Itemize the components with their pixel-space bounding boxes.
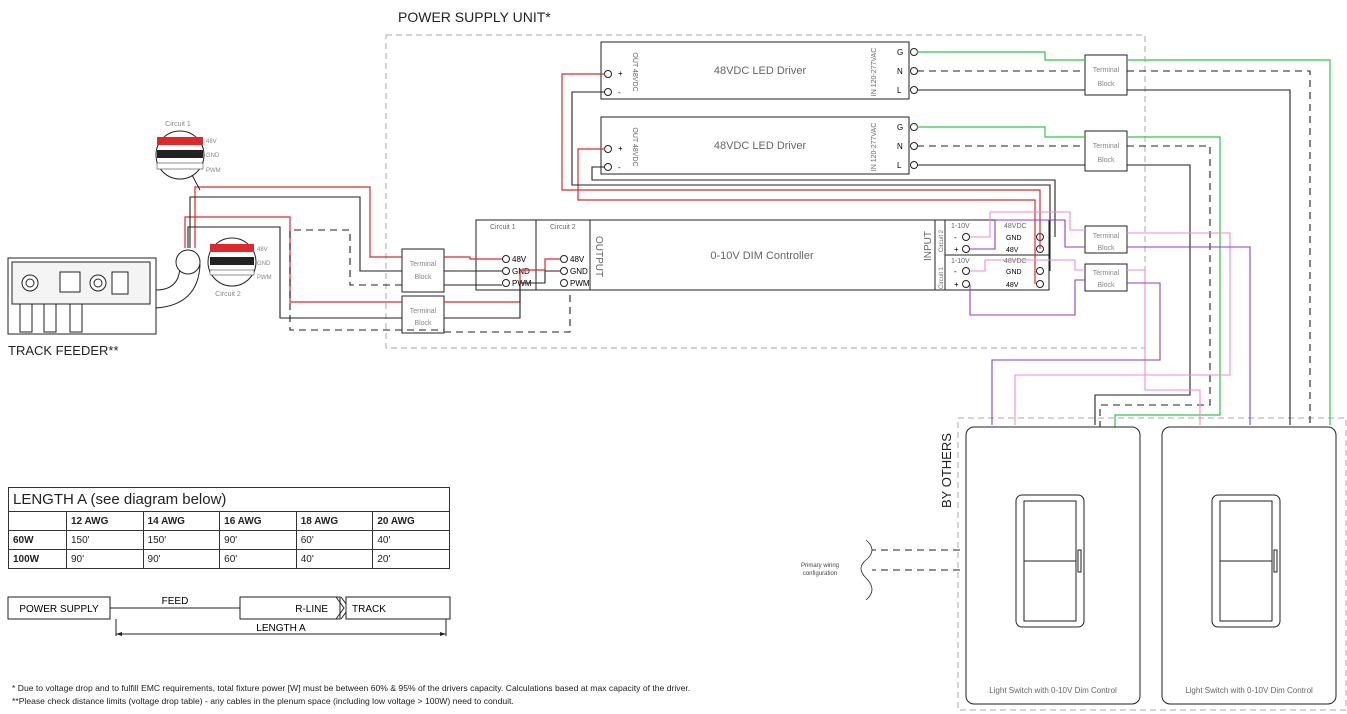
track-feeder-label: TRACK FEEDER** (8, 343, 119, 358)
svg-text:N: N (897, 142, 903, 151)
svg-text:N: N (897, 67, 903, 76)
footnote-2: **Please check distance limits (voltage … (12, 696, 514, 706)
svg-text:Circuit 1: Circuit 1 (490, 224, 516, 231)
length-diagram: POWER SUPPLY FEED R-LINE TRACK LENGTH A (7, 596, 451, 636)
svg-text:Terminal: Terminal (1093, 233, 1120, 240)
svg-text:48VDC: 48VDC (1004, 258, 1027, 265)
svg-text:Circuit 2: Circuit 2 (550, 224, 576, 231)
svg-text:48V: 48V (512, 255, 527, 264)
svg-text:GND: GND (257, 261, 271, 267)
svg-text:R-LINE: R-LINE (295, 604, 328, 615)
terminal-block-right-4: Terminal Block (1084, 263, 1128, 292)
svg-text:POWER SUPPLY: POWER SUPPLY (19, 604, 99, 615)
terminal-block-right-2: Terminal Block (1084, 130, 1128, 172)
svg-text:Circuit 1: Circuit 1 (165, 121, 191, 128)
svg-text:Circuit 2: Circuit 2 (939, 229, 945, 252)
page-title: POWER SUPPLY UNIT* (398, 9, 551, 25)
svg-text:-: - (618, 163, 621, 172)
svg-text:OUTPUT: OUTPUT (593, 236, 604, 277)
svg-text:1-10V: 1-10V (951, 258, 970, 265)
svg-text:Block: Block (1097, 81, 1115, 88)
svg-text:L: L (897, 86, 902, 95)
svg-text:Block: Block (414, 320, 432, 327)
led-driver-2: 48VDC LED Driver OUT 48VDC IN 120-277VAC… (600, 116, 910, 175)
svg-text:Terminal: Terminal (1093, 143, 1120, 150)
switch-2-label: Light Switch with 0-10V Dim Control (1185, 686, 1313, 695)
track-feeder (7, 249, 201, 335)
svg-text:-: - (618, 88, 621, 97)
terminal-block-left-lower: Terminal Block (401, 295, 445, 334)
svg-text:OUT 48VDC: OUT 48VDC (631, 127, 638, 166)
led-driver-1: 48VDC LED Driver OUT 48VDC IN 120-277VAC… (600, 41, 910, 100)
by-others-label: BY OTHERS (939, 433, 954, 508)
svg-text:+: + (954, 245, 959, 254)
driver-1-in-label: IN 120-277VAC (871, 48, 878, 97)
svg-text:GND: GND (206, 153, 220, 159)
svg-text:+: + (954, 280, 959, 289)
table-row: 60W 150' 150' 90' 60' 40' (8, 530, 450, 550)
svg-text:48V: 48V (570, 255, 585, 264)
svg-text:Terminal: Terminal (410, 261, 437, 268)
svg-text:Block: Block (1097, 245, 1115, 252)
svg-text:GND: GND (570, 267, 588, 276)
terminal-block-right-1: Terminal Block (1084, 54, 1128, 96)
driver-1-out-label: OUT 48VDC (631, 52, 638, 91)
svg-text:G: G (897, 123, 903, 132)
svg-text:48V: 48V (1006, 282, 1019, 289)
svg-text:IN 120-277VAC: IN 120-277VAC (871, 123, 878, 172)
svg-text:Circuit 1: Circuit 1 (939, 266, 945, 289)
light-switch-1: Light Switch with 0-10V Dim Control (965, 426, 1141, 705)
table-row: 100W 90' 90' 60' 40' 20' (8, 549, 450, 569)
svg-text:Block: Block (1097, 282, 1115, 289)
svg-text:48V: 48V (1006, 247, 1019, 254)
switch-1-label: Light Switch with 0-10V Dim Control (989, 686, 1117, 695)
svg-text:48V: 48V (206, 139, 217, 145)
svg-text:G: G (897, 48, 903, 57)
by-others-boundary (957, 417, 1347, 711)
svg-text:FEED: FEED (162, 596, 189, 607)
terminal-block-right-3: Terminal Block (1084, 225, 1128, 254)
svg-text:Terminal: Terminal (1093, 67, 1120, 74)
svg-text:PWM: PWM (257, 275, 272, 281)
svg-text:LENGTH A: LENGTH A (256, 623, 306, 634)
svg-text:Terminal: Terminal (410, 308, 437, 315)
svg-text:1-10V: 1-10V (951, 223, 970, 230)
svg-text:-: - (954, 267, 957, 276)
svg-text:Circuit 2: Circuit 2 (215, 291, 241, 298)
driver-1-label: 48VDC LED Driver (714, 65, 807, 77)
driver-2-label: 48VDC LED Driver (714, 140, 807, 152)
svg-text:48V: 48V (257, 247, 268, 253)
dim-controller: 0-10V DIM Controller Circuit 1 Circuit 2… (475, 219, 1050, 291)
svg-text:GND: GND (512, 267, 530, 276)
svg-text:configuration: configuration (803, 571, 837, 577)
light-switch-2: Light Switch with 0-10V Dim Control (1161, 426, 1337, 705)
svg-text:GND: GND (1006, 235, 1022, 242)
svg-text:-: - (954, 233, 957, 242)
svg-text:TRACK: TRACK (352, 604, 386, 615)
power-supply-boundary (385, 34, 1146, 349)
svg-text:L: L (897, 161, 902, 170)
svg-text:PWM: PWM (206, 168, 221, 174)
svg-text:GND: GND (1006, 269, 1022, 276)
svg-text:PWM: PWM (570, 279, 590, 288)
footnote-1: * Due to voltage drop and to fulfill EMC… (12, 683, 691, 693)
svg-text:Block: Block (414, 274, 432, 281)
svg-text:48VDC: 48VDC (1004, 223, 1027, 230)
svg-text:+: + (618, 69, 623, 78)
length-table-caption: LENGTH A (see diagram below) (8, 487, 450, 512)
svg-text:Terminal: Terminal (1093, 270, 1120, 277)
svg-text:INPUT: INPUT (923, 231, 934, 261)
controller-label: 0-10V DIM Controller (710, 250, 814, 262)
length-table: LENGTH A (see diagram below) 12 AWG 14 A… (8, 487, 450, 569)
svg-text:+: + (618, 144, 623, 153)
primary-wiring-note: Primary wiring configuration (801, 539, 873, 601)
circuit-1-callout: Circuit 1 48V GND PWM (155, 121, 221, 191)
svg-text:Block: Block (1097, 157, 1115, 164)
terminal-block-left-upper: Terminal Block (401, 248, 445, 293)
circuit-2-callout: Circuit 2 48V GND PWM (207, 237, 272, 298)
svg-text:Primary wiring: Primary wiring (801, 563, 839, 569)
